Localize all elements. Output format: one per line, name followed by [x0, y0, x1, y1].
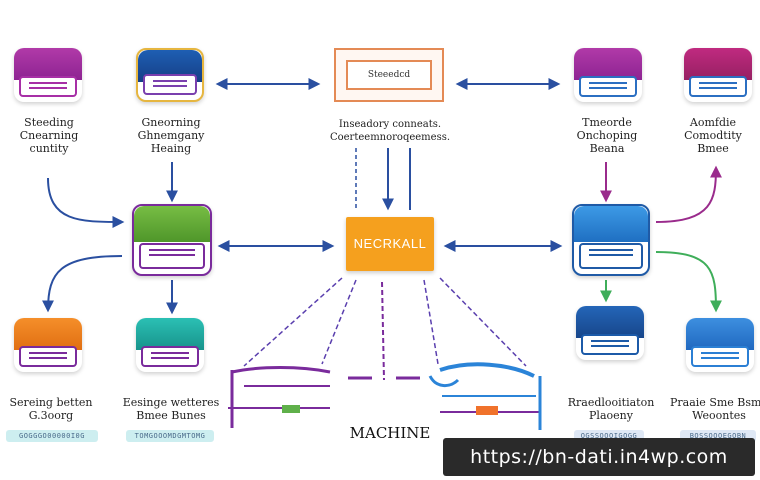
node-tray — [139, 243, 205, 269]
fan-line-5 — [439, 277, 527, 367]
node-top-right-1[interactable] — [574, 48, 642, 102]
node-top-right-2[interactable] — [684, 48, 752, 102]
top-center-box-label: Steeedcd — [346, 60, 432, 90]
node-tray — [143, 74, 197, 95]
node-top-left-1[interactable] — [14, 48, 82, 102]
node-bottom-left-2-chip: TOMGOOOMDGMTOMG — [126, 430, 214, 442]
node-bottom-left-1-chip: GOGGGO00000I0G — [6, 430, 98, 442]
node-middle-left[interactable] — [132, 204, 212, 276]
node-top-left-2[interactable] — [136, 48, 204, 102]
node-header — [574, 48, 642, 80]
machine-illustration — [228, 362, 542, 430]
node-bottom-left-2[interactable] — [136, 318, 204, 372]
url-watermark: https://bn-dati.in4wp.com — [443, 438, 755, 476]
connector-mr-tr2 — [655, 165, 722, 223]
fan-line-1 — [243, 277, 343, 367]
machine-label: MACHINE — [349, 424, 431, 442]
connector-ml-bl1 — [42, 255, 123, 313]
node-tray — [581, 334, 639, 355]
node-header — [686, 318, 754, 350]
node-header — [14, 48, 82, 80]
connector-left-curve — [47, 177, 125, 228]
node-tray — [141, 346, 199, 367]
node-tray — [19, 76, 77, 97]
node-header — [136, 318, 204, 350]
node-bottom-right-1[interactable] — [576, 306, 644, 360]
node-middle-right[interactable] — [572, 204, 650, 276]
node-header — [14, 318, 82, 350]
fan-line-2 — [321, 279, 357, 365]
center-node[interactable]: NECRKALL — [346, 217, 434, 271]
node-tray — [691, 346, 749, 367]
node-tray — [689, 76, 747, 97]
node-bottom-left-1[interactable] — [14, 318, 82, 372]
fan-line-3 — [381, 281, 385, 381]
node-header — [576, 306, 644, 338]
node-tray — [19, 346, 77, 367]
connector-mr-br2 — [655, 251, 722, 313]
top-center-box[interactable]: Steeedcd — [334, 48, 444, 102]
node-bottom-right-2[interactable] — [686, 318, 754, 372]
node-header — [684, 48, 752, 80]
node-tray — [579, 76, 637, 97]
fan-line-4 — [423, 279, 439, 365]
node-header — [574, 206, 648, 242]
top-center-caption: Inseadory conneats.Coerteemnoroqeemess. — [329, 119, 451, 143]
node-tray — [579, 243, 643, 269]
node-header — [134, 206, 210, 242]
